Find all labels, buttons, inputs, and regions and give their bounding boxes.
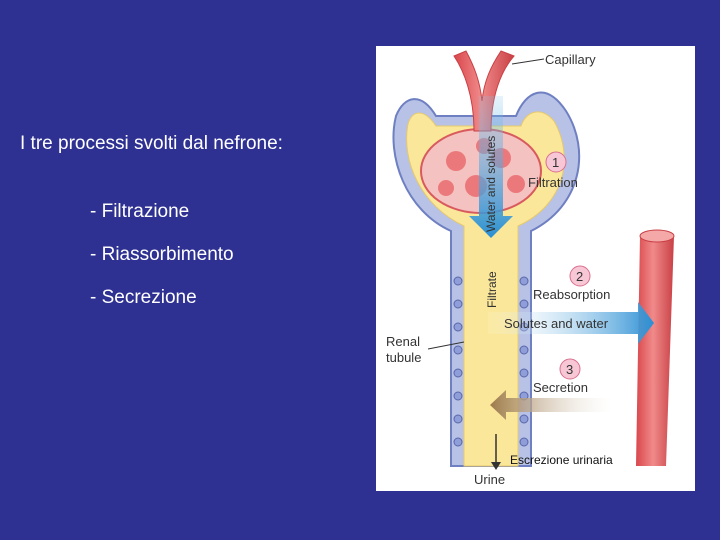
bullet-secretion: - Secrezione	[90, 287, 197, 308]
nephron-diagram: Water and solutes Filtrate Capillary 1 F…	[376, 46, 695, 491]
filtrate-label: Filtrate	[485, 271, 499, 308]
step1-number: 1	[552, 155, 559, 170]
capillary-vessel	[453, 50, 515, 132]
nephron-illustration: Water and solutes Filtrate Capillary 1 F…	[386, 50, 675, 487]
secretion-label: Secretion	[533, 380, 588, 395]
capillary-label: Capillary	[545, 52, 596, 67]
urinary-excretion-caption: Escrezione urinaria	[510, 453, 613, 467]
slide-title: I tre processi svolti dal nefrone:	[20, 133, 283, 154]
step3-number: 3	[566, 362, 573, 377]
peritubular-capillary	[636, 232, 674, 466]
renal-label-line2: tubule	[386, 350, 421, 365]
urine-label: Urine	[474, 472, 505, 487]
renal-label-line1: Renal	[386, 334, 420, 349]
bullet-filtration: - Filtrazione	[90, 201, 190, 222]
process-list: - Filtrazione - Riassorbimento - Secrezi…	[90, 200, 234, 329]
reabsorption-arrow	[488, 302, 654, 344]
bullet-reabsorption: - Riassorbimento	[90, 244, 234, 265]
water-solutes-label: Water and solutes	[484, 136, 498, 232]
filtration-arrow	[469, 96, 513, 238]
secretion-arrow	[490, 390, 612, 420]
reabsorption-label: Reabsorption	[533, 287, 610, 302]
step2-number: 2	[576, 269, 583, 284]
filtration-label: Filtration	[528, 175, 578, 190]
solutes-water-label: Solutes and water	[504, 316, 609, 331]
